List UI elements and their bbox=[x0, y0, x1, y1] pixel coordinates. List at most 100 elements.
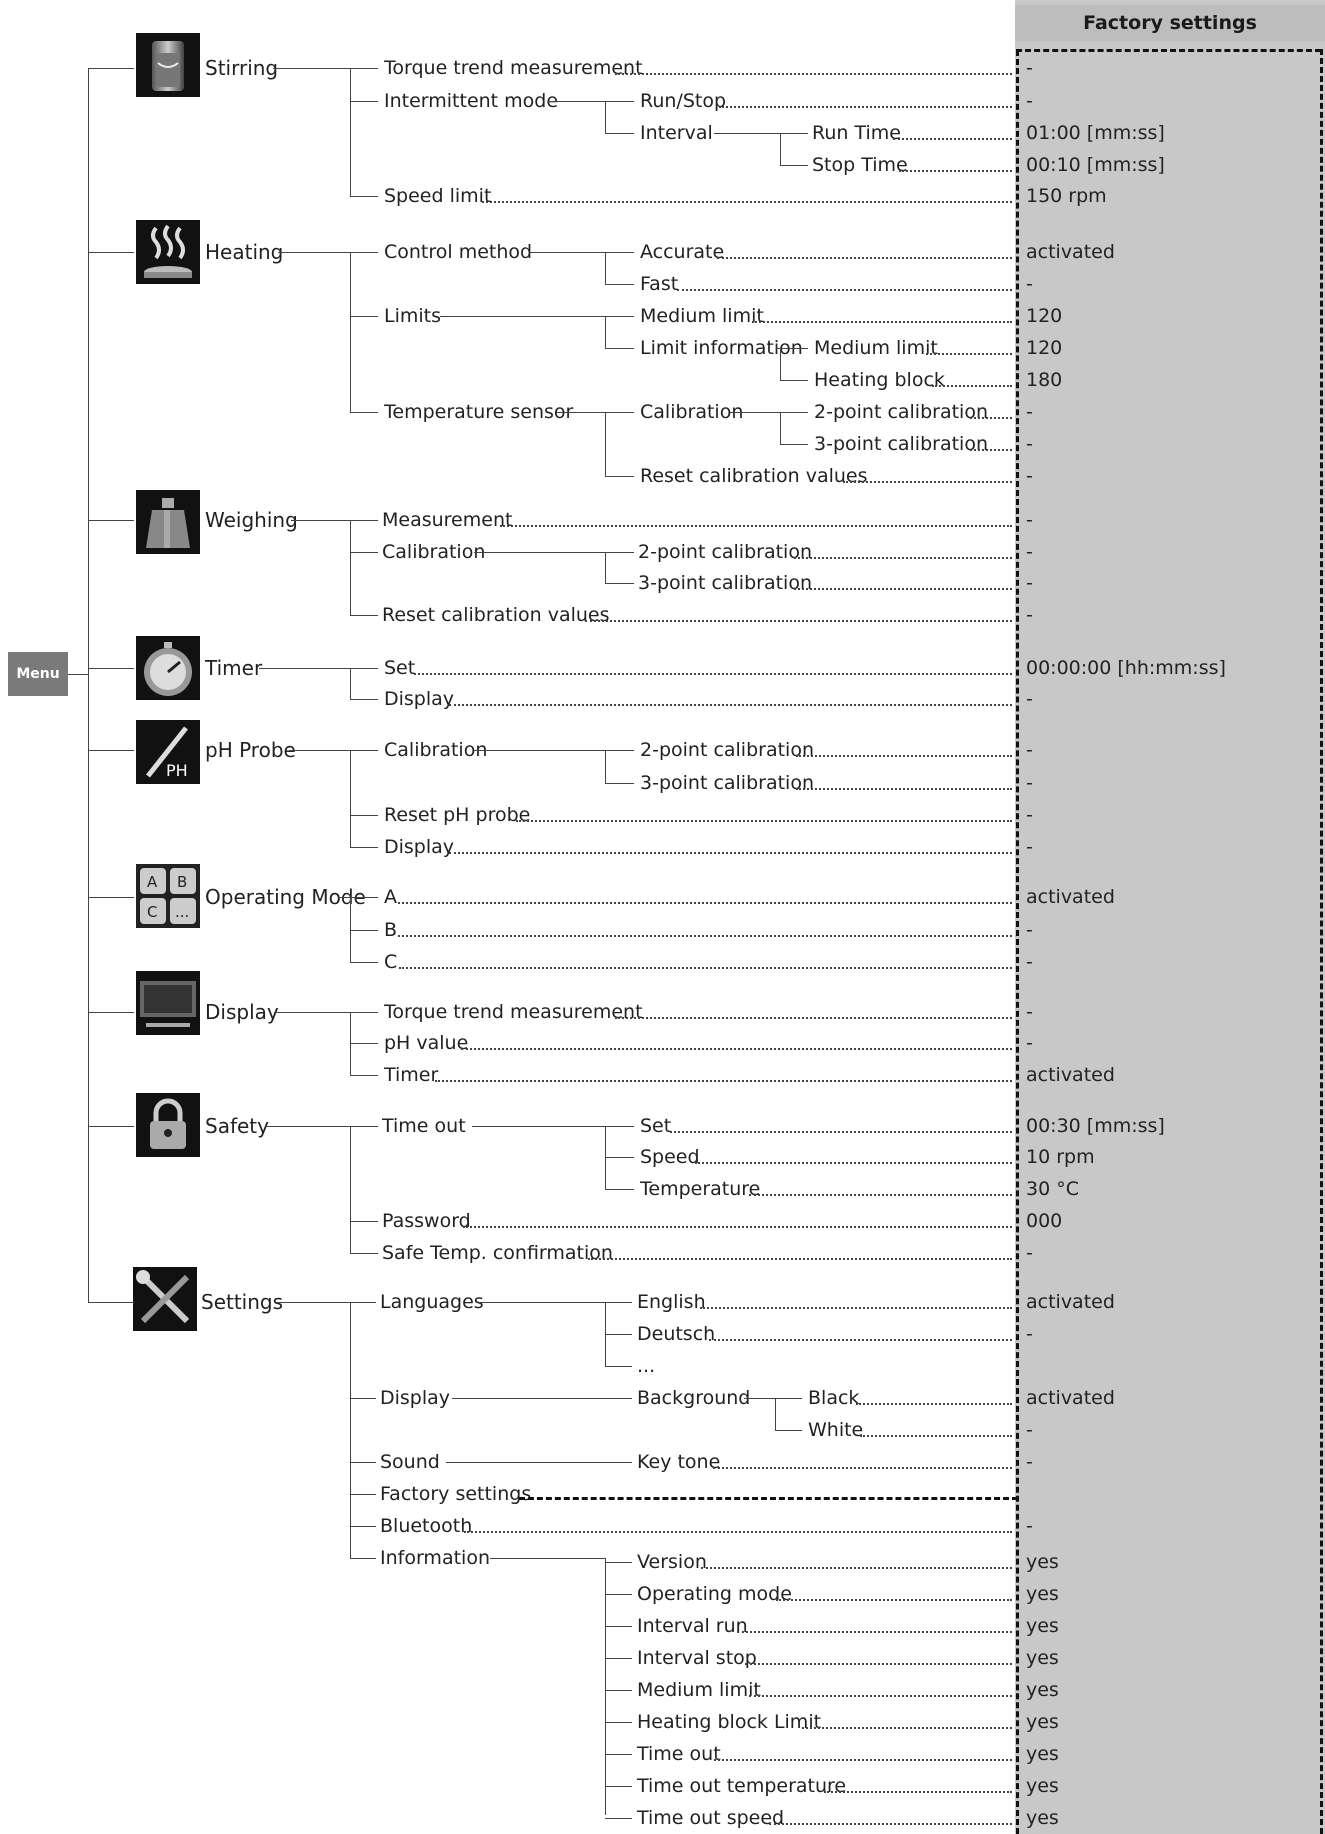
category-2: Weighing bbox=[205, 508, 298, 532]
connector-line bbox=[350, 1526, 376, 1527]
connector-line bbox=[474, 750, 605, 751]
display-timer-item: Timer bbox=[384, 1064, 439, 1086]
leader-dots bbox=[515, 820, 1012, 822]
information-item: Information bbox=[380, 1547, 490, 1569]
connector-line bbox=[265, 1126, 350, 1127]
connector-line bbox=[277, 252, 350, 253]
info-time-out-speed-item: Time out speed bbox=[637, 1807, 785, 1829]
leader-dots bbox=[481, 201, 1012, 203]
factory-value: yes bbox=[1026, 1647, 1059, 1669]
leader-dots bbox=[464, 1531, 1012, 1533]
connector-line bbox=[605, 1189, 634, 1190]
dashed-frame-left bbox=[1016, 50, 1019, 1834]
connector-line bbox=[350, 962, 378, 963]
connector-line bbox=[350, 68, 351, 196]
sound-item: Sound bbox=[380, 1451, 440, 1473]
leader-dots bbox=[745, 1663, 1012, 1665]
leader-dots bbox=[713, 1467, 1012, 1469]
connector-line bbox=[350, 101, 378, 102]
menu-button[interactable]: Menu bbox=[8, 652, 68, 696]
ph-probe-icon: PH bbox=[136, 720, 200, 784]
info-time-out-temperature-item: Time out temperature bbox=[637, 1775, 847, 1797]
factory-value: - bbox=[1026, 1001, 1033, 1023]
connector-line bbox=[350, 750, 351, 847]
safe-temp-item: Safe Temp. confirmation bbox=[382, 1242, 613, 1264]
factory-value: - bbox=[1026, 1515, 1033, 1537]
stopwatch-icon bbox=[136, 636, 200, 700]
connector-line bbox=[350, 1221, 378, 1222]
key-tone-item: Key tone bbox=[637, 1451, 721, 1473]
factory-value: - bbox=[1026, 273, 1033, 295]
connector-line bbox=[605, 1594, 632, 1595]
factory-value: - bbox=[1026, 804, 1033, 826]
sensor-calibration-item: Calibration bbox=[640, 401, 744, 423]
connector-line bbox=[88, 1302, 134, 1303]
info-heating-block-limit-item: Heating block Limit bbox=[637, 1711, 822, 1733]
connector-line bbox=[259, 668, 350, 669]
connector-line bbox=[714, 133, 780, 134]
category-6: Display bbox=[205, 1000, 279, 1024]
connector-line bbox=[273, 1012, 350, 1013]
connector-line bbox=[478, 1302, 605, 1303]
connector-line bbox=[88, 1126, 134, 1127]
leader-dots bbox=[463, 1226, 1012, 1228]
timeout-set-item: Set bbox=[640, 1115, 672, 1137]
leader-dots bbox=[859, 1435, 1012, 1437]
leader-dots bbox=[676, 289, 1012, 291]
weigh-calibration-item: Calibration bbox=[382, 541, 486, 563]
connector-line bbox=[350, 1043, 378, 1044]
connector-line bbox=[605, 1366, 632, 1367]
leader-dots bbox=[701, 1567, 1012, 1569]
factory-value: 120 bbox=[1026, 337, 1063, 359]
limits-item: Limits bbox=[384, 305, 441, 327]
factory-settings-header-bg bbox=[1015, 5, 1325, 41]
fast-item: Fast bbox=[640, 273, 679, 295]
time-out-item: Time out bbox=[382, 1115, 466, 1137]
run-time-item: Run Time bbox=[812, 122, 901, 144]
limit-information-item: Limit information bbox=[640, 337, 803, 359]
connector-line bbox=[605, 101, 606, 133]
display-ph-item: pH value bbox=[384, 1032, 469, 1054]
connector-line bbox=[273, 68, 350, 69]
heating-block-item: Heating block bbox=[814, 369, 945, 391]
connector-line bbox=[780, 412, 781, 444]
leader-dots bbox=[499, 525, 1012, 527]
password-item: Password bbox=[382, 1210, 471, 1232]
timer-set-item: Set bbox=[384, 657, 416, 679]
more-languages-item: ... bbox=[637, 1355, 656, 1377]
connector-line bbox=[350, 252, 378, 253]
connector-line bbox=[605, 750, 634, 751]
connector-line bbox=[605, 552, 634, 553]
medium-limit-item: Medium limit bbox=[640, 305, 764, 327]
factory-value: - bbox=[1026, 1323, 1033, 1345]
connector-line bbox=[474, 552, 605, 553]
connector-line bbox=[350, 1126, 351, 1253]
factory-value: activated bbox=[1026, 1387, 1115, 1409]
bluetooth-item: Bluetooth bbox=[380, 1515, 473, 1537]
ph-3pt-item: 3-point calibration bbox=[640, 772, 814, 794]
connector-line bbox=[780, 412, 808, 413]
run-stop-item: Run/Stop bbox=[640, 90, 727, 112]
connector-line bbox=[88, 68, 89, 1302]
connector-line bbox=[350, 1012, 378, 1013]
factory-value: - bbox=[1026, 1032, 1033, 1054]
factory-value: 30 °C bbox=[1026, 1178, 1079, 1200]
languages-item: Languages bbox=[380, 1291, 484, 1313]
connector-line bbox=[780, 348, 808, 349]
leader-dots bbox=[708, 1339, 1012, 1341]
connector-line bbox=[780, 133, 781, 165]
connector-line bbox=[350, 930, 378, 931]
leader-dots bbox=[398, 902, 1012, 904]
connector-line bbox=[350, 196, 378, 197]
leader-dots bbox=[614, 73, 1012, 75]
leader-dots bbox=[801, 1727, 1012, 1729]
connector-line bbox=[605, 1690, 632, 1691]
factory-value: - bbox=[1026, 739, 1033, 761]
factory-settings-header: Factory settings bbox=[1083, 12, 1257, 34]
monitor-icon bbox=[136, 971, 200, 1035]
background-item: Background bbox=[637, 1387, 751, 1409]
connector-line bbox=[350, 1302, 351, 1558]
connector-line bbox=[472, 1126, 605, 1127]
sensor-reset-item: Reset calibration values bbox=[640, 465, 868, 487]
